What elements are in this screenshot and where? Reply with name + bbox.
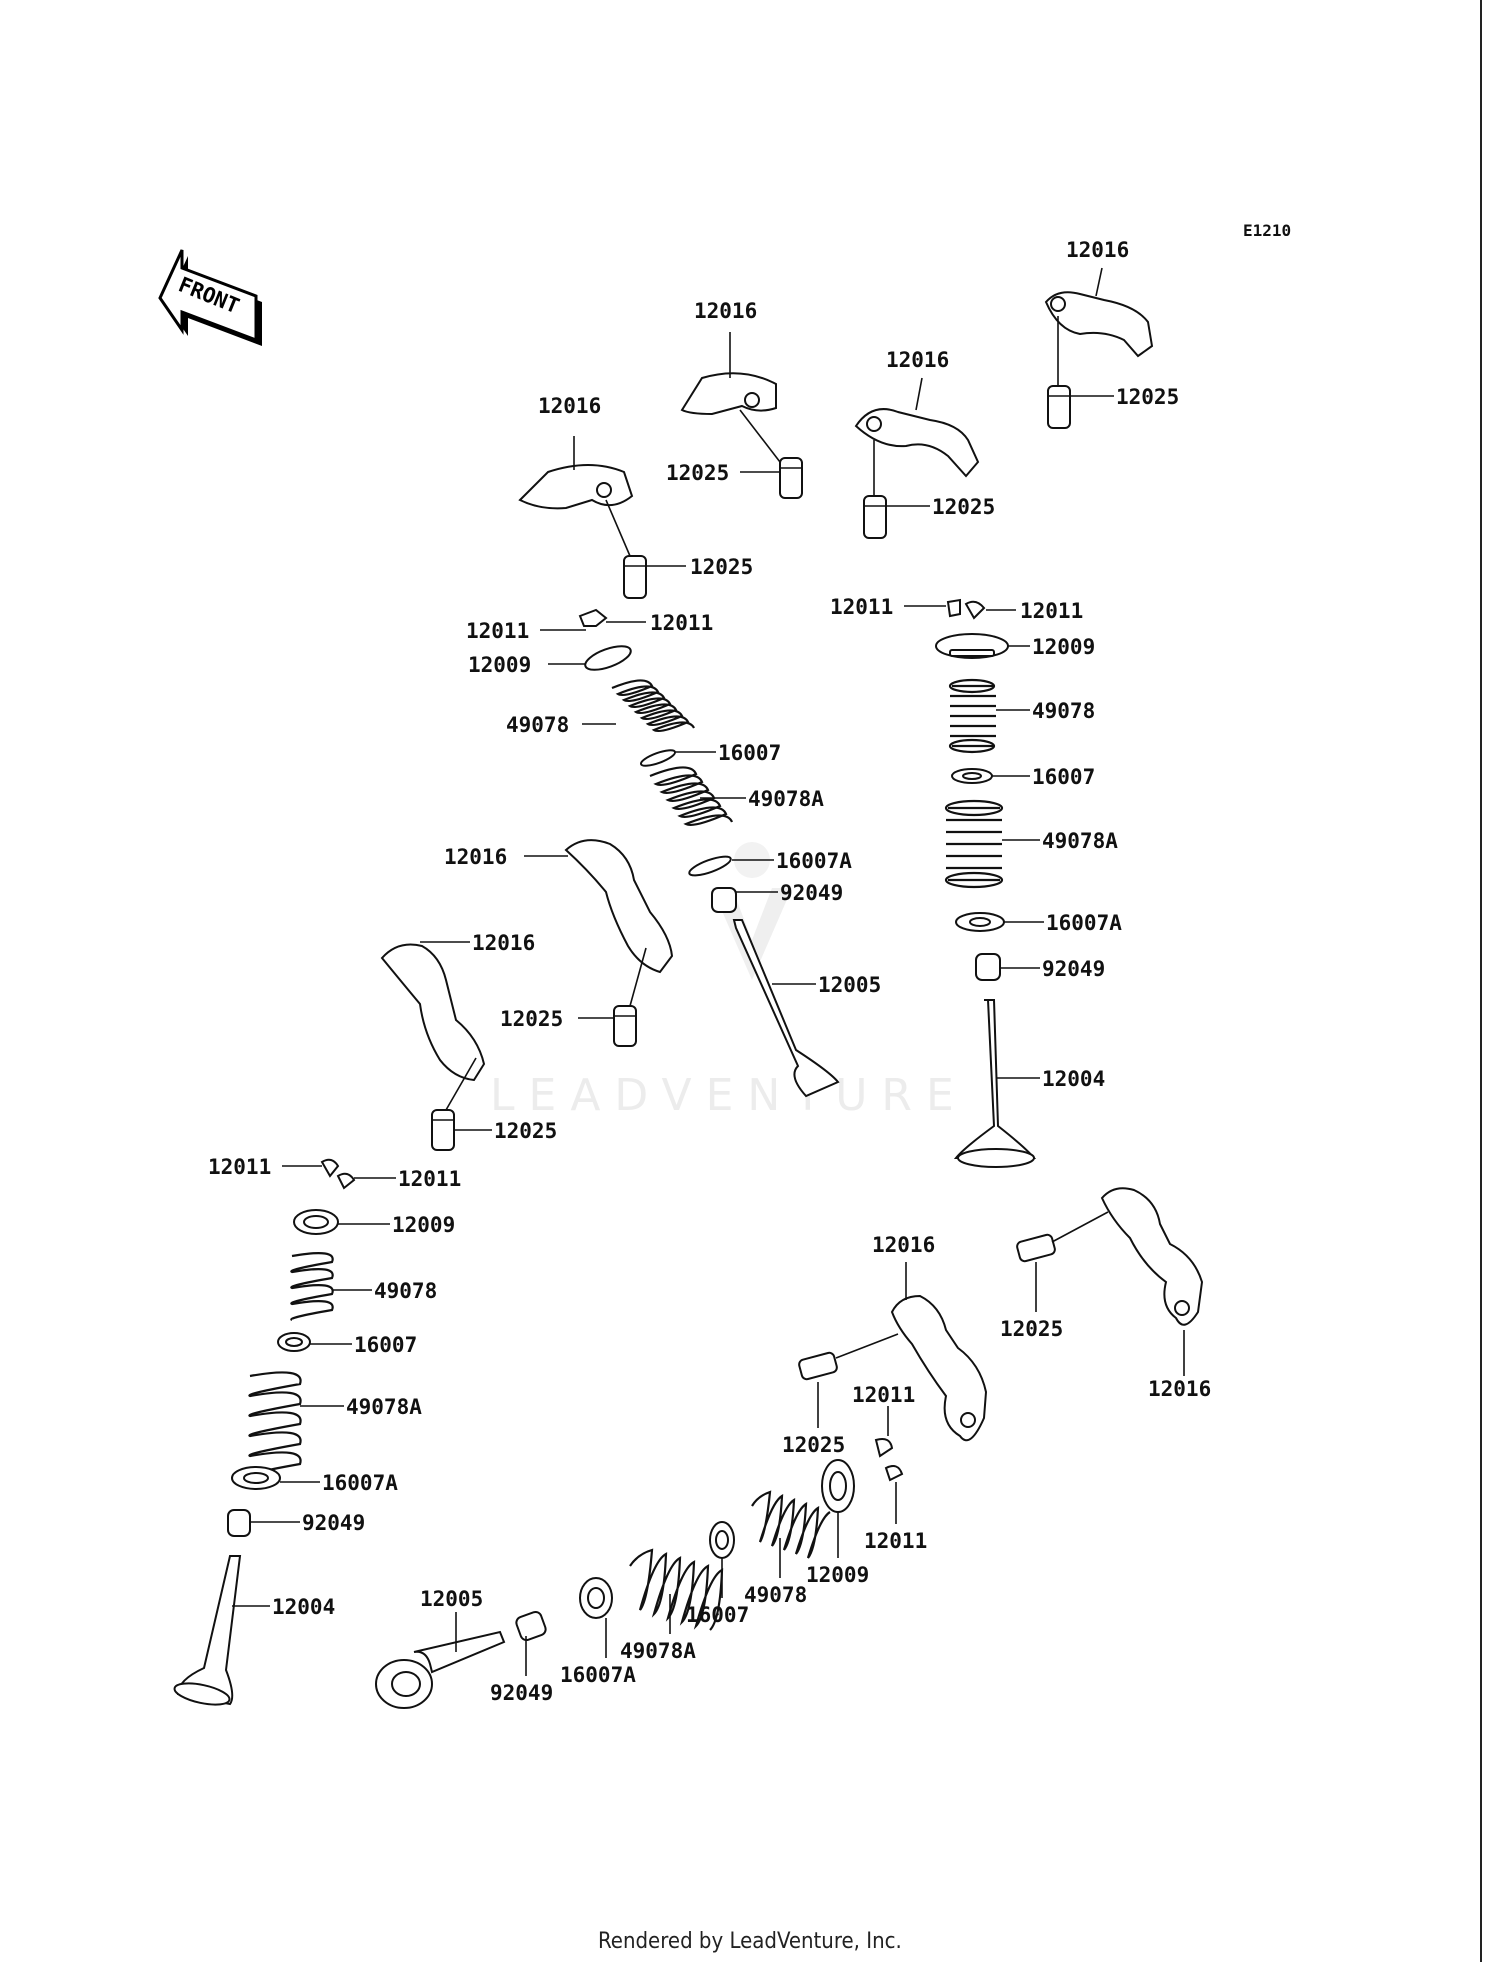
- front-arrow-icon: FRONT: [158, 249, 262, 346]
- label-12025: 12025: [1116, 385, 1179, 409]
- label-12011: 12011: [1020, 599, 1083, 623]
- label-12025: 12025: [1000, 1317, 1063, 1341]
- rocker-arm-3: [854, 408, 980, 478]
- label-49078A: 49078A: [1042, 829, 1118, 853]
- label-49078A: 49078A: [346, 1395, 422, 1419]
- label-12025: 12025: [782, 1433, 845, 1457]
- label-12011: 12011: [830, 595, 893, 619]
- label-12016: 12016: [1148, 1377, 1211, 1401]
- leader-lines: [232, 267, 1185, 1676]
- rocker-arm-2: [680, 372, 777, 416]
- label-12025: 12025: [932, 495, 995, 519]
- label-49078: 49078: [506, 713, 569, 737]
- label-12025: 12025: [494, 1119, 557, 1143]
- label-12016: 12016: [1066, 238, 1129, 262]
- label-12025: 12025: [690, 555, 753, 579]
- label-12005: 12005: [818, 973, 881, 997]
- label-12009: 12009: [392, 1213, 455, 1237]
- label-12011: 12011: [208, 1155, 271, 1179]
- valve-assembly-c: [173, 1158, 356, 1706]
- label-92049: 92049: [302, 1511, 365, 1535]
- label-12004: 12004: [1042, 1067, 1105, 1091]
- label-12025: 12025: [500, 1007, 563, 1031]
- adjuster-8: [1016, 1233, 1056, 1263]
- label-12011: 12011: [864, 1529, 927, 1553]
- label-12009: 12009: [468, 653, 531, 677]
- label-49078A: 49078A: [620, 1639, 696, 1663]
- label-16007A: 16007A: [776, 849, 852, 873]
- label-49078: 49078: [374, 1279, 437, 1303]
- rocker-arm-4: [1044, 291, 1154, 358]
- valve-assembly-d: [375, 1438, 904, 1709]
- label-12005: 12005: [420, 1587, 483, 1611]
- label-12011: 12011: [398, 1167, 461, 1191]
- label-92049: 92049: [490, 1681, 553, 1705]
- label-12016: 12016: [538, 394, 601, 418]
- label-92049: 92049: [780, 881, 843, 905]
- rocker-arm-6: [380, 943, 486, 1082]
- rocker-arm-5: [564, 839, 674, 974]
- adjuster-5: [613, 1005, 637, 1047]
- label-49078: 49078: [1032, 699, 1095, 723]
- adjuster-4: [1047, 385, 1071, 429]
- adjuster-3: [863, 495, 887, 539]
- label-12011: 12011: [466, 619, 529, 643]
- label-12011: 12011: [852, 1383, 915, 1407]
- label-12016: 12016: [472, 931, 535, 955]
- label-16007A: 16007A: [1046, 911, 1122, 935]
- part-labels: 12016 12016 12016 12016 12025 12025 1202…: [208, 238, 1211, 1705]
- label-12016: 12016: [872, 1233, 935, 1257]
- adjuster-2: [779, 457, 803, 499]
- label-16007: 16007: [718, 741, 781, 765]
- watermark-text: LEADVENTURE: [490, 1070, 968, 1121]
- adjuster-7: [798, 1351, 838, 1381]
- label-12009: 12009: [806, 1563, 869, 1587]
- label-16007A: 16007A: [322, 1471, 398, 1495]
- footer-credit: Rendered by LeadVenture, Inc.: [598, 1929, 902, 1954]
- label-49078: 49078: [744, 1583, 807, 1607]
- valve-assembly-a: [578, 608, 840, 1098]
- label-16007: 16007: [1032, 765, 1095, 789]
- label-16007: 16007: [354, 1333, 417, 1357]
- label-12016: 12016: [694, 299, 757, 323]
- label-12011: 12011: [650, 611, 713, 635]
- label-12016: 12016: [444, 845, 507, 869]
- label-12025: 12025: [666, 461, 729, 485]
- valve-assembly-b: [935, 598, 1037, 1168]
- rocker-arm-8: [1100, 1187, 1204, 1326]
- label-16007: 16007: [686, 1603, 749, 1627]
- label-49078A: 49078A: [748, 787, 824, 811]
- label-16007A: 16007A: [560, 1663, 636, 1687]
- watermark: LEADVENTURE: [490, 842, 968, 1121]
- adjuster-6: [431, 1109, 455, 1151]
- label-12009: 12009: [1032, 635, 1095, 659]
- rocker-arm-7: [890, 1294, 988, 1442]
- diagram-code: E1210: [1243, 221, 1291, 240]
- label-12004: 12004: [272, 1595, 335, 1619]
- label-12016: 12016: [886, 348, 949, 372]
- rocker-arm-1: [518, 464, 634, 510]
- adjuster-1: [623, 555, 647, 599]
- label-92049: 92049: [1042, 957, 1105, 981]
